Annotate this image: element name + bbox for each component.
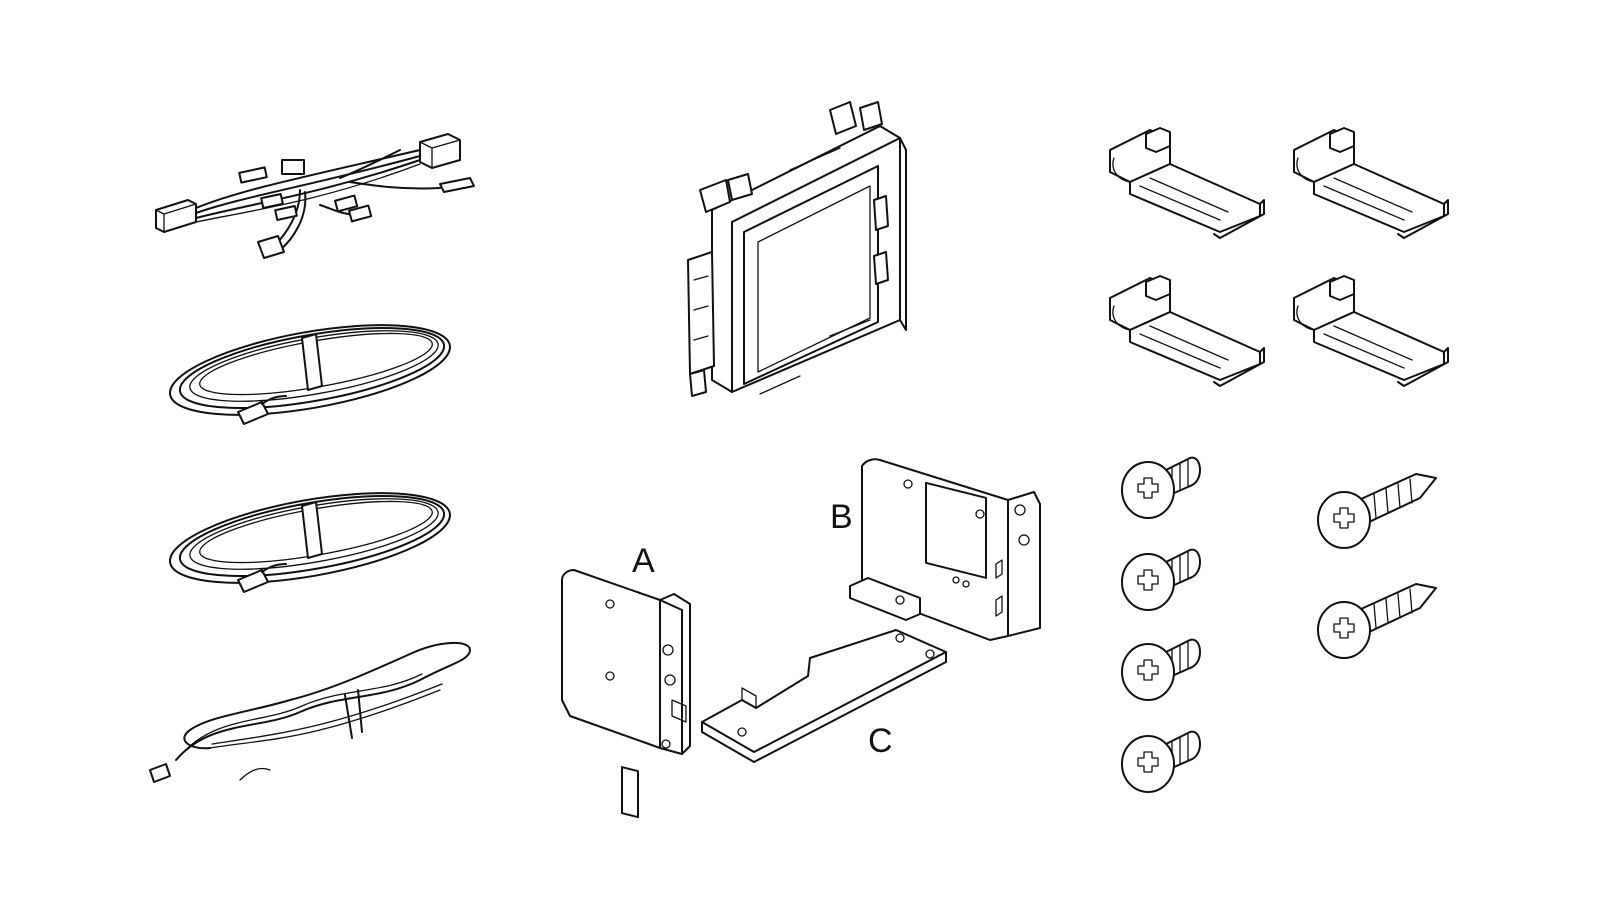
bracket-a — [561, 569, 691, 819]
clip-3 — [1109, 275, 1265, 387]
cable-coil-2 — [169, 492, 451, 593]
pan-screw-4 — [1121, 730, 1201, 793]
cable-coil-1 — [169, 324, 451, 425]
bracket-b — [849, 458, 1041, 641]
mounting-frame — [687, 101, 907, 397]
clip-4 — [1293, 275, 1449, 387]
wiring-harness — [155, 133, 475, 259]
pan-screw-3 — [1121, 638, 1201, 701]
tapping-screw-1 — [1317, 473, 1437, 549]
pan-screw-2 — [1121, 548, 1201, 611]
label-bracket-a: A — [632, 542, 655, 580]
tapping-screw-2 — [1317, 583, 1437, 659]
label-plate-c: C — [868, 722, 893, 760]
twisted-wire — [149, 641, 471, 783]
clip-1 — [1109, 127, 1265, 239]
plate-c — [701, 629, 947, 763]
label-bracket-b: B — [830, 498, 853, 536]
pan-screw-1 — [1121, 456, 1201, 519]
clip-2 — [1293, 127, 1449, 239]
